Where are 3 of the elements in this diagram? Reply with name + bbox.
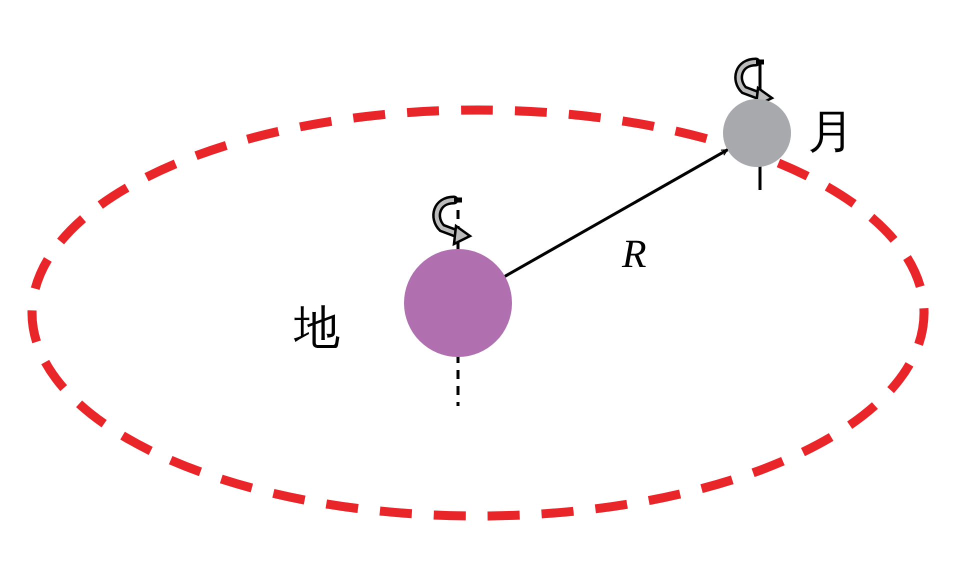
body-label: 月 (808, 108, 854, 154)
radius-arrow (504, 148, 728, 278)
body-label: 地 (294, 304, 340, 350)
